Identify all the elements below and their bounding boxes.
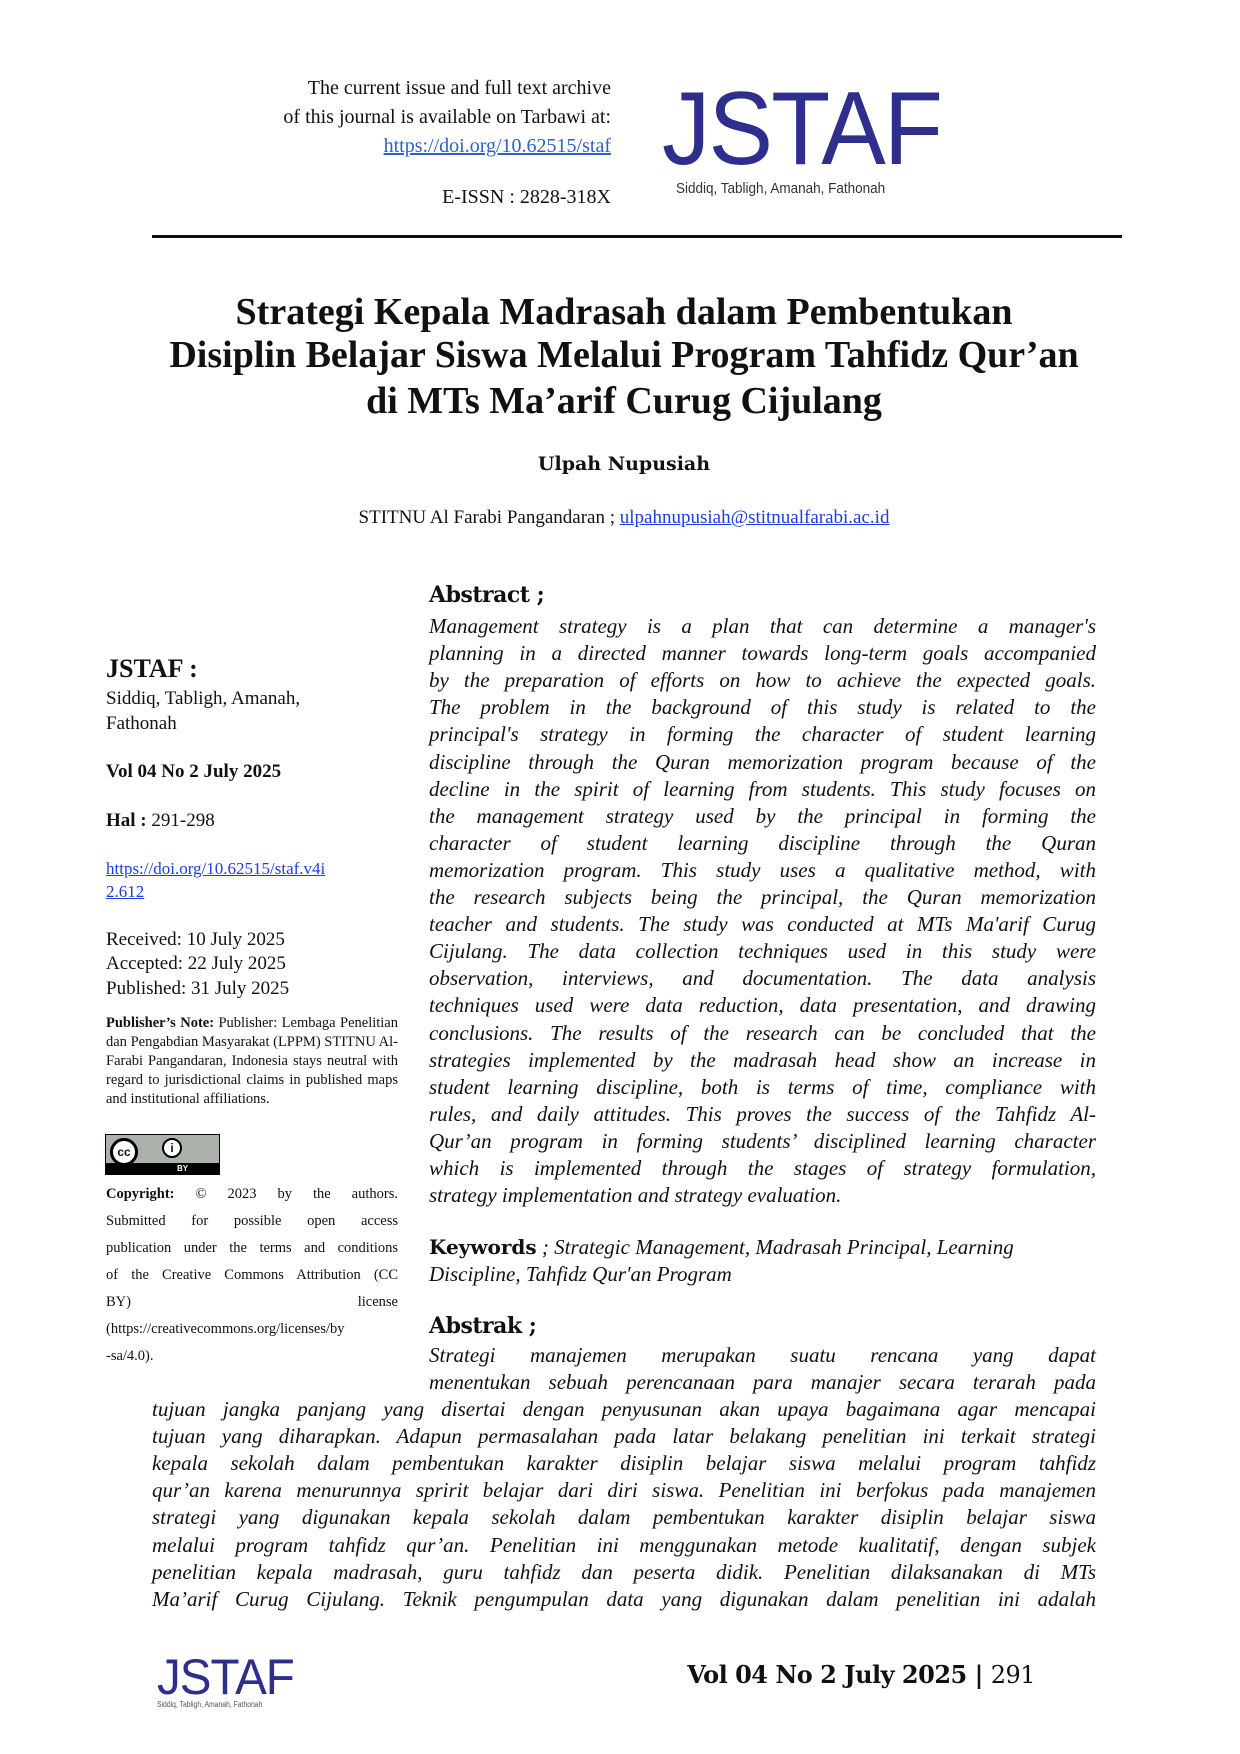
publisher-note-text: Publisher: Lembaga Penelitian dan Pengab… xyxy=(106,1015,398,1107)
text-line: tujuan jangka panjang yang disertai deng… xyxy=(152,1397,1096,1421)
text-line: discipline through the Quran memorizatio… xyxy=(429,749,1096,774)
publisher-note-label: Publisher’s Note: xyxy=(106,1015,215,1031)
text-line: strategies implemented by the madrasah h… xyxy=(429,1047,1096,1072)
copyright-line: Copyright: © 2023 by the authors. xyxy=(106,1181,398,1208)
copyright-line: publication under the terms and conditio… xyxy=(106,1240,398,1256)
footer-logo-text: JSTAF xyxy=(157,1649,295,1705)
copyright-text: © 2023 by the authors. xyxy=(174,1186,398,1202)
footer-page-info: Vol 04 No 2 July 2025 | 291 xyxy=(687,1660,1035,1689)
title-line-3: di MTs Ma’arif Curug Cijulang xyxy=(366,380,882,422)
text-line: Ma’arif Curug Cijulang. Teknik pengumpul… xyxy=(152,1586,1096,1611)
copyright-line: BY) license xyxy=(106,1294,398,1310)
title-line-2: Disiplin Belajar Siswa Melalui Program T… xyxy=(169,334,1079,376)
text-line: Strategi manajemen merupakan suatu renca… xyxy=(429,1343,1096,1367)
cc-icon: cc xyxy=(110,1138,138,1166)
text-line: principal's strategy in forming the char… xyxy=(429,722,1096,747)
text-line: decline in the spirit of learning from s… xyxy=(429,776,1096,801)
abstrak-heading: Abstrak ; xyxy=(429,1313,537,1339)
text-line: by the preparation of efforts on how to … xyxy=(429,668,1096,693)
copyright-line: of the Creative Commons Attribution (CC xyxy=(106,1267,398,1283)
pages-info: Hal : 291-298 xyxy=(106,808,398,833)
footer-logo: JSTAF Siddiq, Tabligh, Amanah, Fathonah xyxy=(157,1649,295,1709)
text-line: strategy implementation and strategy eva… xyxy=(429,1183,842,1208)
issn-text: E-ISSN : 2828-318X xyxy=(442,186,611,208)
copyright-line: -sa/4.0). xyxy=(106,1348,154,1364)
text-line: penelitian kepala madrasah, guru tahfidz… xyxy=(152,1559,1096,1584)
keywords-line-1: ; Strategic Management, Madrasah Princip… xyxy=(536,1235,1014,1259)
text-line: memorization program. This study uses a … xyxy=(429,857,1096,882)
text-line: character of student learning discipline… xyxy=(429,830,1096,855)
doi-line-2: 2.612 xyxy=(106,882,145,901)
cc-by-license-badge[interactable]: cc i BY xyxy=(105,1134,220,1175)
text-line: kepala sekolah dalam pembentukan karakte… xyxy=(152,1451,1096,1476)
text-line: menentukan sebuah perencanaan para manaj… xyxy=(429,1370,1096,1395)
author-name: Ulpah Nupusiah xyxy=(537,453,711,475)
volume-info: Vol 04 No 2 July 2025 xyxy=(106,761,282,782)
keywords: Keywords ; Strategic Management, Madrasa… xyxy=(429,1234,1096,1288)
text-line: conclusions. The results of the research… xyxy=(429,1020,1096,1045)
text-line: techniques used were data reduction, dat… xyxy=(429,993,1096,1018)
journal-logo: JSTAF Siddiq, Tabligh, Amanah, Fathonah xyxy=(662,71,943,197)
header-divider xyxy=(152,235,1122,238)
text-line: strategi yang digunakan kepala sekolah d… xyxy=(152,1505,1096,1530)
logo-tagline: Siddiq, Tabligh, Amanah, Fathonah xyxy=(676,180,886,197)
abstract-heading: Abstract ; xyxy=(429,582,545,608)
author-email-link[interactable]: ulpahnupusiah@stitnualfarabi.ac.id xyxy=(619,507,890,528)
footer-separator: | xyxy=(966,1660,991,1689)
keywords-line-2: Discipline, Tahfidz Qur'an Program xyxy=(429,1262,732,1286)
received-date: Received: 10 July 2025 xyxy=(106,929,285,950)
text-line: planning in a directed manner towards lo… xyxy=(429,641,1096,666)
accepted-date: Accepted: 22 July 2025 xyxy=(106,953,286,974)
logo-text: JSTAF xyxy=(662,71,943,187)
copyright-line: (https://creativecommons.org/licenses/by xyxy=(106,1321,345,1337)
published-date: Published: 31 July 2025 xyxy=(106,978,290,999)
text-line: rules, and daily attitudes. This proves … xyxy=(429,1101,1096,1126)
archive-text-line1: The current issue and full text archive xyxy=(307,77,611,99)
footer-logo-tagline: Siddiq, Tabligh, Amanah, Fathonah xyxy=(157,1700,263,1709)
footer-page-number: 291 xyxy=(990,1661,1036,1689)
attribution-person-icon: i xyxy=(162,1138,182,1158)
text-line: The problem in the background of this st… xyxy=(429,695,1096,720)
journal-subtitle-1: Siddiq, Tabligh, Amanah, xyxy=(106,688,301,709)
copyright-notice: Copyright: © 2023 by the authors. Submitt… xyxy=(106,1181,398,1370)
text-line: the management strategy used by the prin… xyxy=(429,803,1096,828)
by-label: BY xyxy=(106,1163,219,1174)
archive-text-line2: of this journal is available on Tarbawi … xyxy=(283,106,611,128)
archive-link[interactable]: https://doi.org/10.62515/staf xyxy=(383,135,611,157)
affiliation: STITNU Al Farabi Pangandaran ; ulpahnupu… xyxy=(0,507,1240,529)
pages-label: Hal : xyxy=(106,810,147,831)
text-line: melalui program tahfidz qur’an. Peneliti… xyxy=(152,1532,1096,1557)
text-line: Management strategy is a plan that can d… xyxy=(429,614,1096,638)
text-line: student learning discipline, both is ter… xyxy=(429,1074,1096,1099)
text-line: observation, interviews, and documentati… xyxy=(429,966,1096,991)
doi-link[interactable]: https://doi.org/10.62515/staf.v4i 2.612 xyxy=(106,857,325,903)
text-line: teacher and students. The study was cond… xyxy=(429,912,1096,937)
journal-subtitle-2: Fathonah xyxy=(106,713,177,734)
publisher-note: Publisher’s Note: Publisher: Lembaga Pen… xyxy=(106,1014,398,1109)
text-line: tujuan yang diharapkan. Adapun permasala… xyxy=(152,1424,1096,1449)
pages-value: 291-298 xyxy=(146,810,215,831)
text-line: qur’an karena menurunnya spririt belajar… xyxy=(152,1478,1096,1503)
title-line-1: Strategi Kepala Madrasah dalam Pembentuk… xyxy=(235,291,1013,333)
copyright-label: Copyright: xyxy=(106,1186,175,1202)
text-line: Cijulang. The data collection techniques… xyxy=(429,939,1096,964)
text-line: which is implemented through the stages … xyxy=(429,1156,1096,1180)
affiliation-text: STITNU Al Farabi Pangandaran ; xyxy=(358,507,620,528)
keywords-label: Keywords xyxy=(429,1235,537,1259)
journal-label: JSTAF : xyxy=(106,654,198,683)
copyright-line: Submitted for possible open access xyxy=(106,1213,398,1229)
text-line: the research subjects being the principa… xyxy=(429,885,1096,909)
doi-line-1: https://doi.org/10.62515/staf.v4i xyxy=(106,859,326,878)
footer-volume: Vol 04 No 2 July 2025 xyxy=(687,1660,967,1689)
text-line: Qur’an program in forming students’ disc… xyxy=(429,1128,1096,1153)
